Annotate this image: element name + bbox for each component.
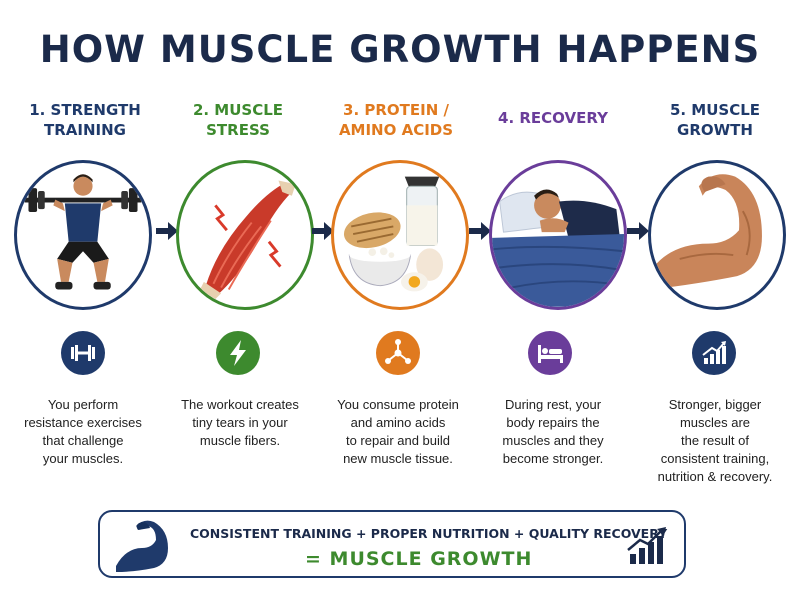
step-2-title: 2. MUSCLE STRESS: [163, 100, 313, 140]
step-1-title-line1: 1. STRENGTH: [29, 101, 141, 119]
page-title: HOW MUSCLE GROWTH HAPPENS: [39, 28, 761, 71]
step-1-description: You perform resistance exercises that ch…: [24, 397, 142, 466]
step-2-description: The workout creates tiny tears in your m…: [181, 397, 299, 448]
step-2-title-line2: STRESS: [206, 121, 270, 139]
bed-icon: [528, 331, 572, 375]
step-1-title: 1. STRENGTH TRAINING: [10, 100, 160, 140]
lightning-icon: [216, 331, 260, 375]
step-5-title-line1: 5. MUSCLE: [669, 101, 761, 119]
flexed-arm-icon: [114, 518, 174, 574]
torn-muscle-image: [200, 180, 296, 300]
step-5-title: 5. MUSCLE GROWTH: [640, 100, 790, 140]
arrow-right-icon: [156, 222, 178, 240]
step-3-title-line1: 3. PROTEIN /: [343, 101, 449, 119]
step-4-description: During rest, your body repairs the muscl…: [502, 397, 604, 466]
growth-chart-icon: [624, 524, 672, 568]
summary-result: = MUSCLE GROWTH: [305, 548, 533, 570]
growth-chart-icon: [692, 331, 736, 375]
step-3-title: 3. PROTEIN / AMINO ACIDS: [321, 100, 471, 140]
step-3-illustration: [331, 160, 469, 310]
step-5-description: Stronger, bigger muscles are the result …: [657, 397, 773, 484]
arrow-right-icon: [469, 222, 491, 240]
protein-food-image: [343, 176, 444, 292]
sleeping-man-image: [492, 189, 624, 307]
dumbbell-icon: [61, 331, 105, 375]
flexed-arm-image: [651, 174, 762, 290]
step-4-title: 4. RECOVERY: [478, 108, 628, 128]
squatting-man-image: [24, 174, 142, 290]
step-3-description: You consume protein and amino acids to r…: [337, 397, 459, 466]
summary-box: CONSISTENT TRAINING + PROPER NUTRITION +…: [98, 510, 686, 578]
step-4-title-line1: 4. RECOVERY: [498, 109, 608, 127]
step-1-illustration: [14, 160, 152, 310]
step-5-title-line2: GROWTH: [677, 121, 753, 139]
step-1-title-line2: TRAINING: [44, 121, 126, 139]
step-3-title-line2: AMINO ACIDS: [338, 121, 454, 139]
arrow-right-icon: [312, 222, 334, 240]
step-4-illustration: [489, 160, 627, 310]
summary-formula: CONSISTENT TRAINING + PROPER NUTRITION +…: [190, 526, 668, 541]
molecule-icon: [376, 331, 420, 375]
step-2-title-line1: 2. MUSCLE: [192, 101, 284, 119]
step-2-illustration: [176, 160, 314, 310]
arrow-right-icon: [627, 222, 649, 240]
step-5-illustration: [648, 160, 786, 310]
